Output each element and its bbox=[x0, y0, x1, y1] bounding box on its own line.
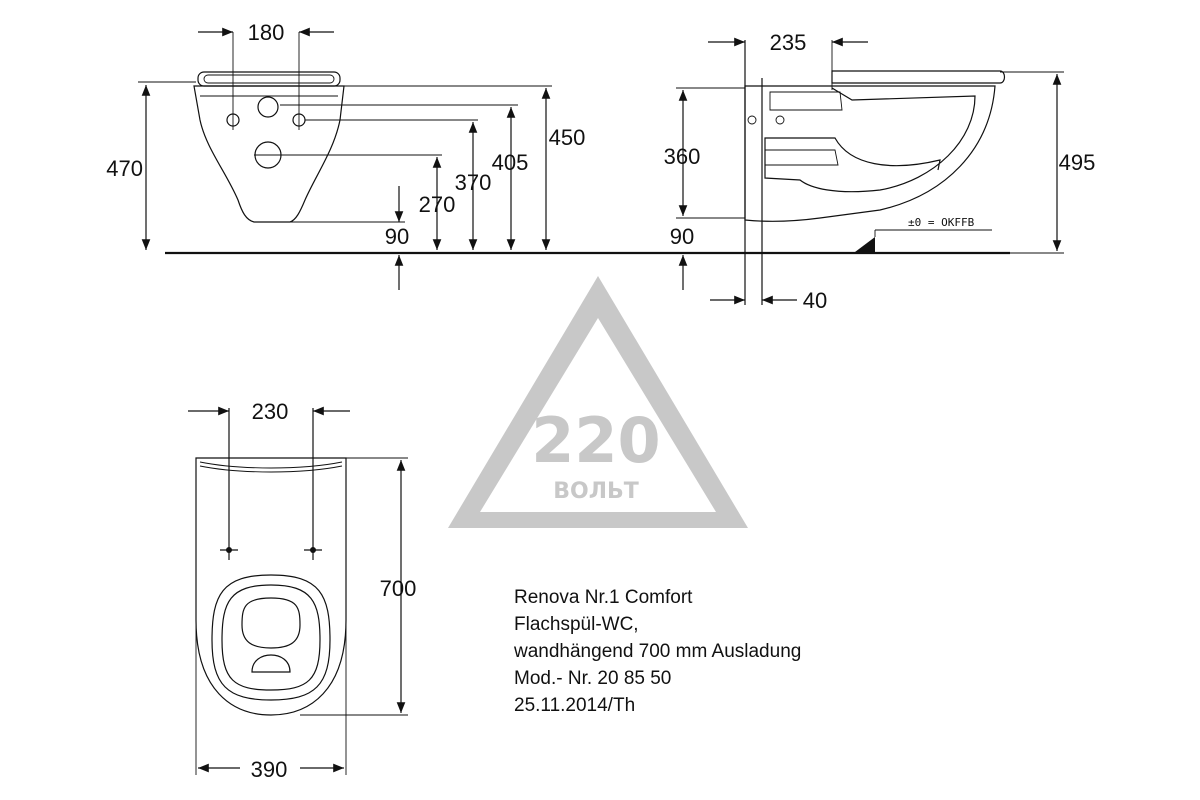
caption-date: 25.11.2014/Th bbox=[514, 695, 636, 716]
top-bowl-opening bbox=[241, 597, 301, 649]
side-seat bbox=[831, 70, 1006, 84]
caption-model-number: Mod.- Nr. 20 85 50 bbox=[514, 668, 672, 689]
dim-450: 450 bbox=[549, 125, 586, 150]
dim-700: 700 bbox=[380, 576, 417, 601]
floor-reference-label: ±0 = OKFFB bbox=[908, 216, 975, 229]
dim-side-90: 90 bbox=[670, 224, 694, 249]
watermark-number: 220 bbox=[531, 404, 660, 477]
caption-product: Renova Nr.1 Comfort bbox=[514, 587, 693, 608]
top-seat-inner bbox=[221, 584, 321, 691]
dim-370: 370 bbox=[455, 170, 492, 195]
front-view: 180 470 450 405 370 270 90 bbox=[106, 20, 585, 290]
top-seat-outer bbox=[211, 574, 331, 701]
floor-marker bbox=[855, 237, 875, 252]
top-view: 230 700 390 bbox=[188, 399, 416, 782]
caption-type: Flachspül-WC, bbox=[514, 614, 639, 635]
dim-405: 405 bbox=[492, 150, 529, 175]
front-bowl bbox=[193, 85, 345, 223]
dim-230: 230 bbox=[252, 399, 289, 424]
dim-235: 235 bbox=[770, 30, 807, 55]
top-outline bbox=[195, 457, 347, 716]
dim-40: 40 bbox=[803, 288, 827, 313]
dim-270: 270 bbox=[419, 192, 456, 217]
top-bolt-left bbox=[226, 547, 232, 553]
side-bowl-inner bbox=[764, 87, 976, 193]
watermark: 220 ВОЛЬТ bbox=[448, 276, 748, 528]
front-seat bbox=[197, 71, 341, 87]
caption-mounting: wandhängend 700 mm Ausladung bbox=[514, 641, 802, 662]
watermark-triangle-inner bbox=[480, 318, 716, 512]
front-hole-top bbox=[257, 96, 279, 118]
side-bowl bbox=[744, 85, 996, 222]
dim-360: 360 bbox=[664, 144, 701, 169]
dim-180: 180 bbox=[248, 20, 285, 45]
watermark-word: ВОЛЬТ bbox=[553, 479, 639, 504]
side-view: 235 360 90 495 ±0 = OKFFB 40 bbox=[664, 30, 1096, 313]
top-bolt-right bbox=[310, 547, 316, 553]
top-drain-arc bbox=[251, 654, 291, 673]
dim-front-90: 90 bbox=[385, 224, 409, 249]
dim-495: 495 bbox=[1059, 150, 1096, 175]
dim-470: 470 bbox=[106, 156, 143, 181]
caption-block: Renova Nr.1 Comfort Flachspül-WC, wandhä… bbox=[514, 584, 801, 719]
dim-390: 390 bbox=[251, 757, 288, 782]
